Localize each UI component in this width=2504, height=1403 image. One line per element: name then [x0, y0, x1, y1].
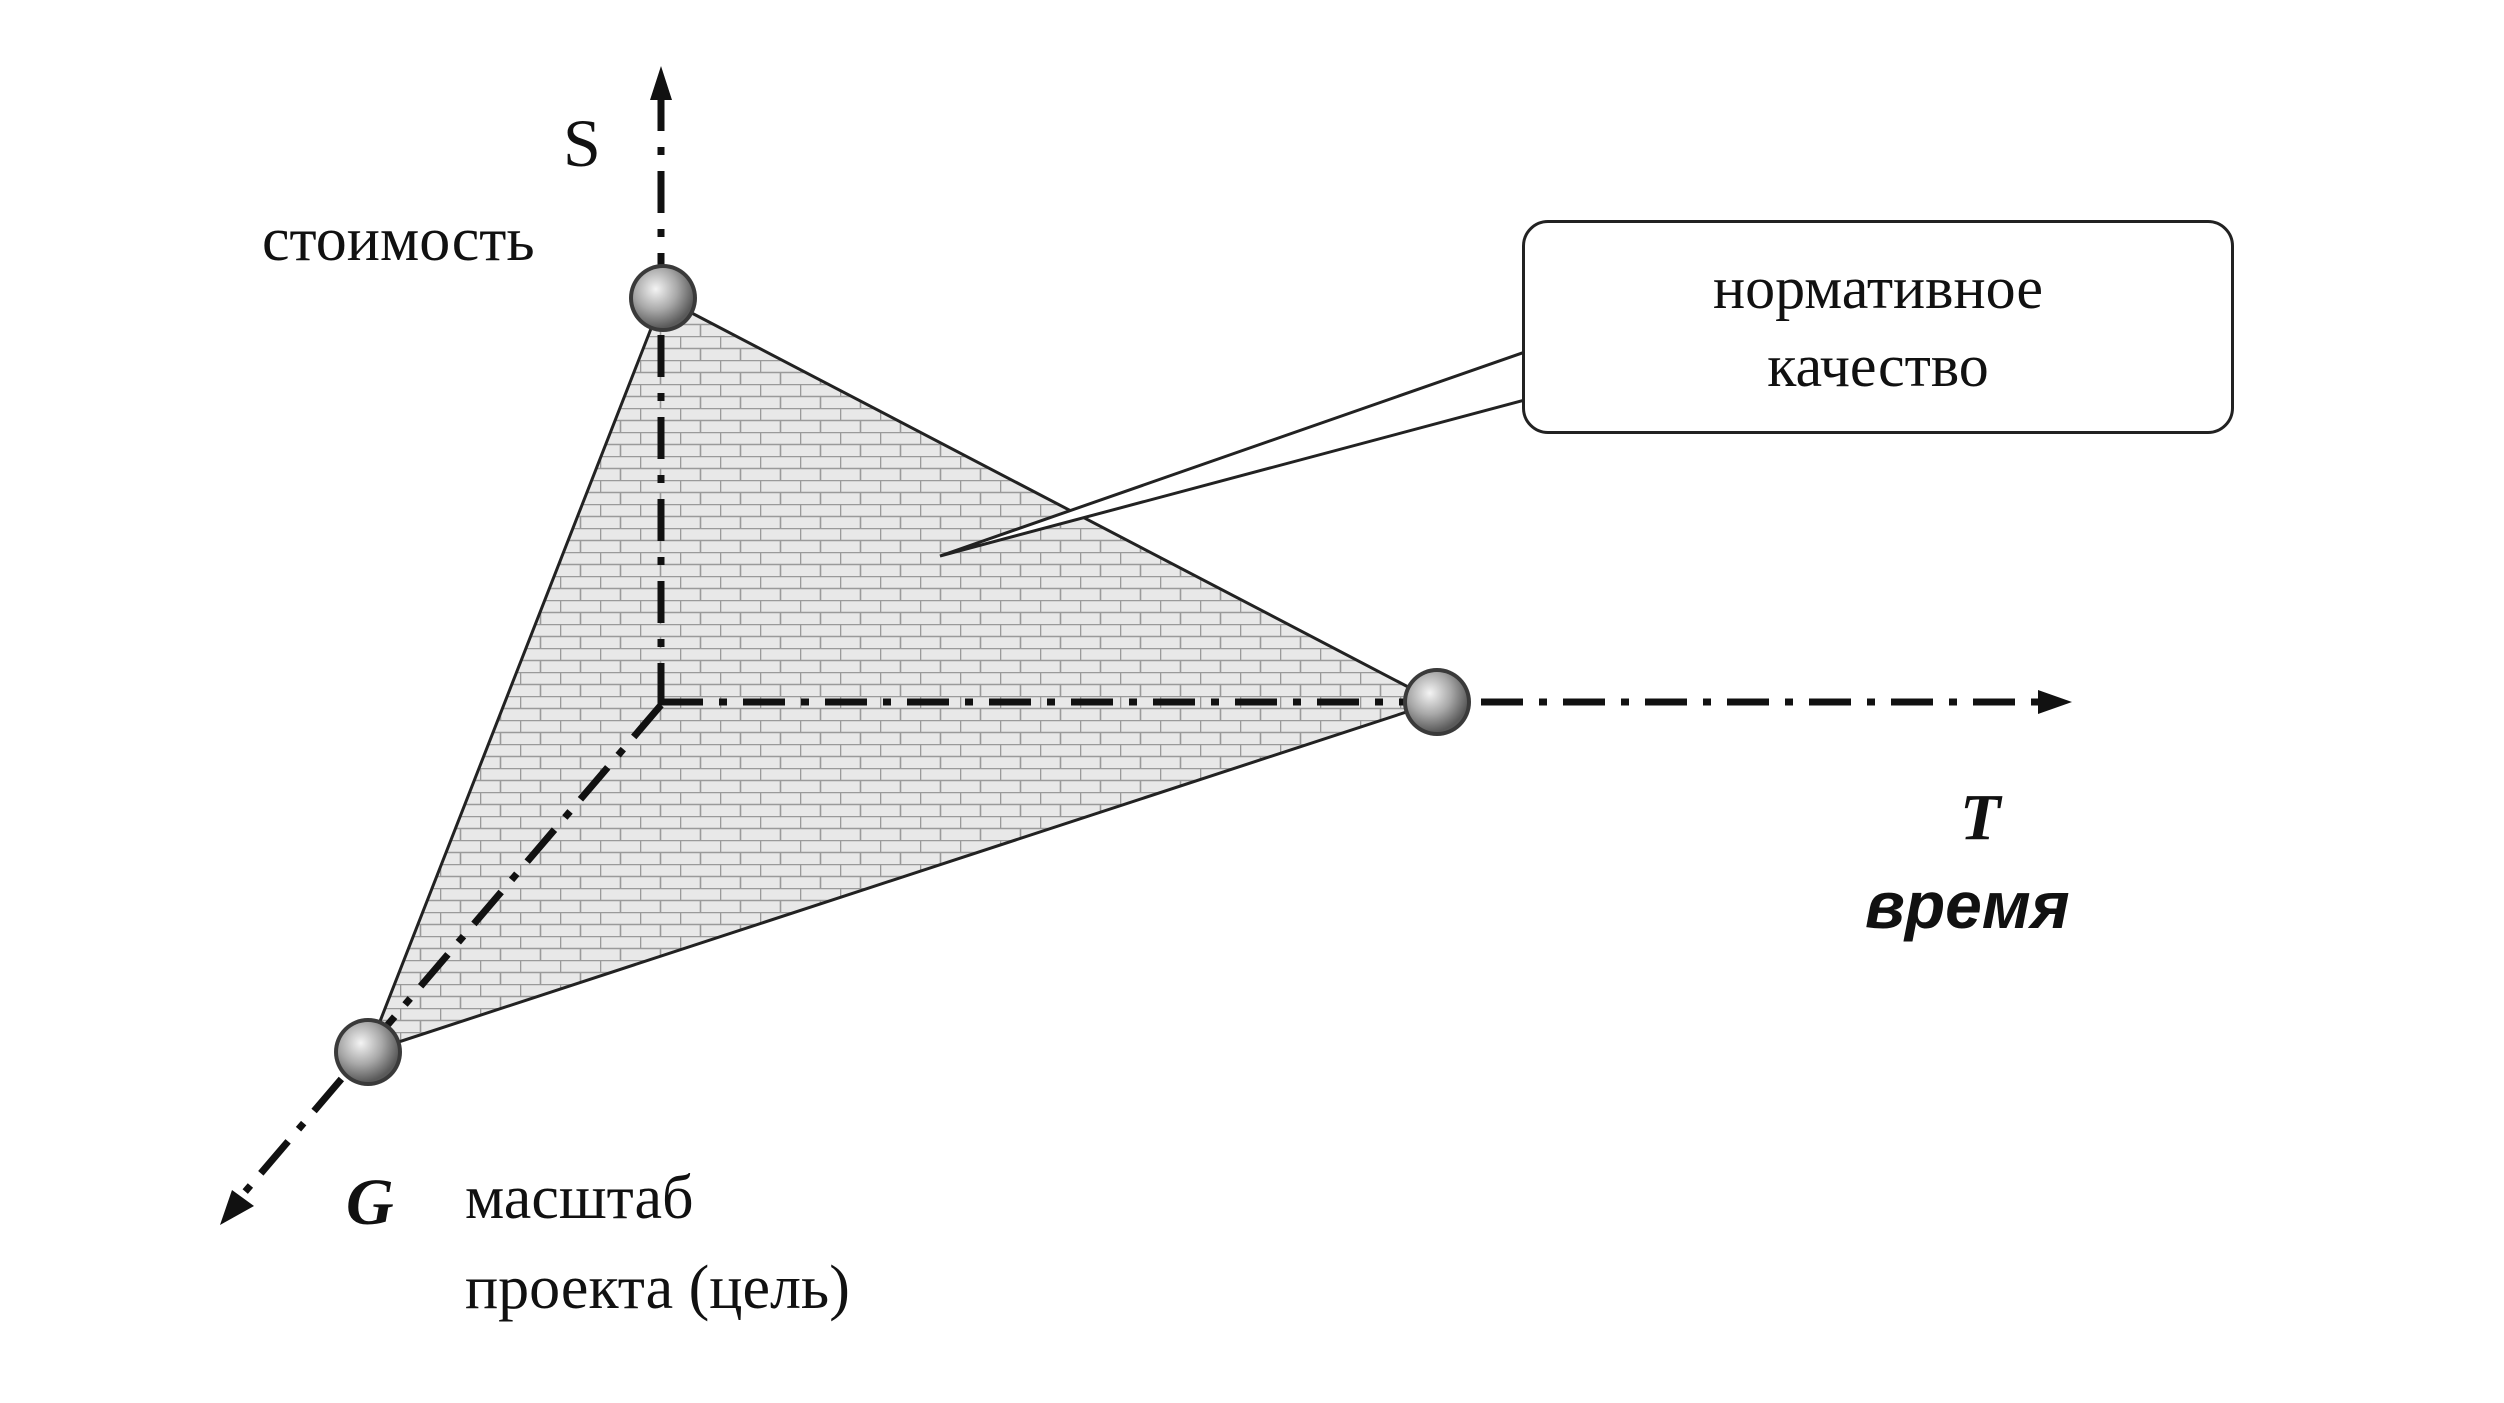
t-axis-arrowhead [2038, 690, 2072, 714]
g-axis-letter: G [346, 1166, 394, 1239]
node-scale [334, 1018, 402, 1086]
g-axis-arrowhead [220, 1190, 254, 1225]
callout-pointer [939, 349, 1527, 558]
t-axis-letter: T [1960, 781, 2001, 854]
t-axis-name: время [1865, 868, 2070, 942]
quality-plane [365, 295, 1441, 1055]
callout-line2: качество [1767, 333, 1989, 399]
node-time [1403, 668, 1471, 736]
g-axis-name-line2: проекта (цель) [465, 1254, 850, 1322]
s-axis-letter: S [563, 105, 601, 181]
node-cost [629, 264, 697, 332]
s-axis-arrowhead [650, 66, 672, 100]
g-axis [235, 702, 664, 1203]
callout-line1: нормативное [1713, 255, 2043, 321]
g-axis-name-line1: масштаб [465, 1164, 694, 1232]
callout-normative-quality: нормативное качество [1522, 220, 2234, 434]
s-axis-name: стоимость [262, 206, 535, 274]
